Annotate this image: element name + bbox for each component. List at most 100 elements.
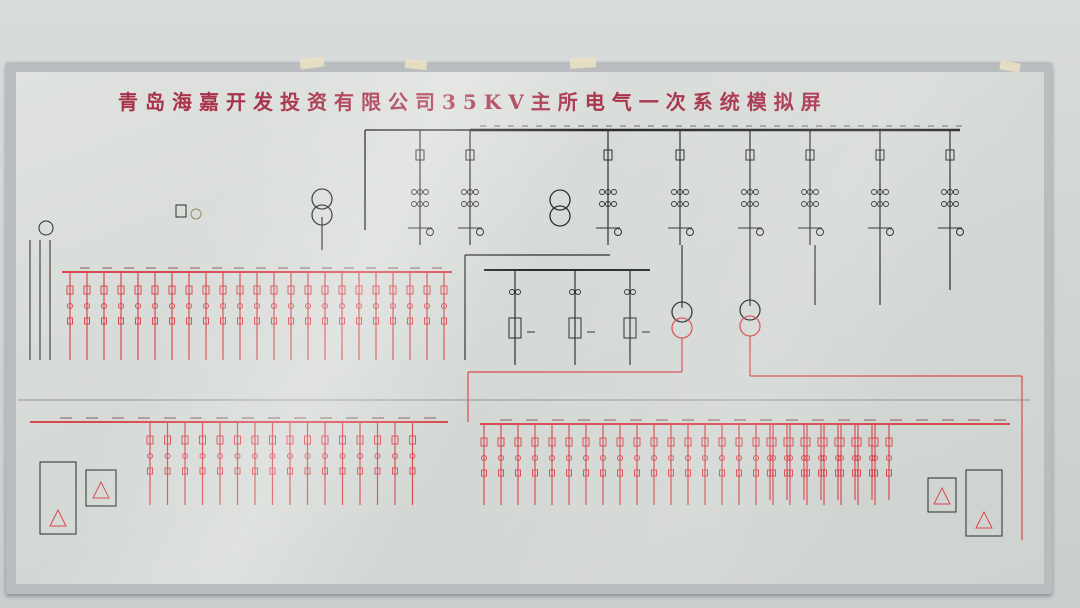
switch-box (617, 469, 623, 477)
breaker-box (875, 149, 885, 161)
breaker-box (304, 435, 311, 445)
ct-symbol (947, 201, 953, 207)
switch-box (339, 467, 346, 475)
ct-symbol (871, 201, 877, 207)
switch-box (702, 469, 708, 477)
switch-box (322, 317, 328, 325)
switch-box (271, 317, 277, 325)
ct-symbol (624, 289, 630, 295)
switch-box (203, 317, 209, 325)
ct-symbol (787, 455, 793, 461)
mimic-board (16, 72, 1044, 584)
switch-box (254, 317, 260, 325)
breaker-box (304, 285, 312, 295)
ct-symbol (461, 189, 467, 195)
switch-box (237, 317, 243, 325)
ct-symbol (164, 453, 171, 459)
capacitor-unit (623, 317, 637, 339)
ct-symbol (685, 455, 691, 461)
switch-box (852, 469, 858, 477)
switch-box (373, 317, 379, 325)
switch-box (392, 467, 398, 475)
ct-symbol (515, 455, 521, 461)
breaker-box (565, 437, 573, 447)
breaker-box (465, 149, 475, 161)
switch-box (67, 317, 73, 325)
ct-symbol (605, 189, 611, 195)
switch-box (869, 469, 875, 477)
grounding-symbol (975, 510, 993, 529)
ct-symbol (801, 201, 807, 207)
switch-box (220, 317, 226, 325)
ct-symbol (813, 201, 819, 207)
breaker-box (199, 435, 206, 445)
breaker-box (834, 437, 842, 447)
breaker-box (684, 437, 692, 447)
ct-symbol (784, 455, 790, 461)
breaker-box (701, 437, 709, 447)
ct-symbol (217, 453, 223, 459)
switch-box (549, 469, 555, 477)
ct-symbol (747, 201, 753, 207)
ct-symbol (67, 303, 73, 309)
ct-symbol (719, 455, 725, 461)
switch-box (736, 469, 742, 477)
ct-symbol (883, 189, 889, 195)
switch-box (515, 469, 521, 477)
ct-symbol (287, 453, 293, 459)
switch-box (252, 467, 258, 475)
breaker-box (675, 149, 685, 161)
switch-box (835, 469, 841, 477)
breaker-box (480, 437, 488, 447)
pt-symbol (756, 228, 764, 236)
switch-box (407, 317, 413, 325)
ct-symbol (515, 289, 521, 295)
ct-symbol (683, 201, 689, 207)
breaker-box (66, 285, 74, 295)
ct-symbol (801, 189, 807, 195)
ct-symbol (871, 189, 877, 195)
pt-symbol (426, 228, 434, 236)
pt-symbol (816, 228, 824, 236)
ct-symbol (767, 455, 773, 461)
switch-box (374, 467, 381, 475)
switch-box (532, 469, 538, 477)
ct-symbol (322, 453, 328, 459)
ct-symbol (855, 455, 861, 461)
switch-box (288, 317, 294, 325)
breaker-box (100, 285, 108, 295)
board-title: 青岛海嘉开发投资有限公司35KV主所电气一次系统模拟屏 (118, 90, 828, 114)
ct-symbol (467, 201, 473, 207)
ct-symbol (182, 453, 188, 459)
switch-box (481, 469, 487, 477)
switch-box (498, 469, 504, 477)
busbars (30, 125, 1010, 425)
ct-symbol (599, 189, 605, 195)
switch-box (801, 469, 807, 477)
breaker-box (391, 435, 399, 445)
breaker-box (286, 435, 294, 445)
breaker-box (599, 437, 607, 447)
ct-symbol (481, 455, 487, 461)
pt-symbol (886, 228, 894, 236)
ct-symbol (941, 201, 947, 207)
breaker-box (117, 285, 125, 295)
ct-symbol (605, 201, 611, 207)
breaker-box (164, 435, 171, 445)
switch-box (182, 467, 188, 475)
switch-box (685, 469, 691, 477)
ct-symbol (671, 201, 677, 207)
switch-box (719, 469, 725, 477)
breaker-box (219, 285, 227, 295)
pt-symbol (686, 228, 694, 236)
ct-symbol (473, 189, 479, 195)
ct-symbol (813, 189, 819, 195)
capacitor-unit (568, 317, 582, 339)
switch-box (409, 467, 416, 475)
breaker-box (650, 437, 658, 447)
ct-symbol (424, 303, 430, 309)
breaker-box (616, 437, 624, 447)
ct-symbol (135, 303, 141, 309)
ct-symbol (417, 189, 423, 195)
